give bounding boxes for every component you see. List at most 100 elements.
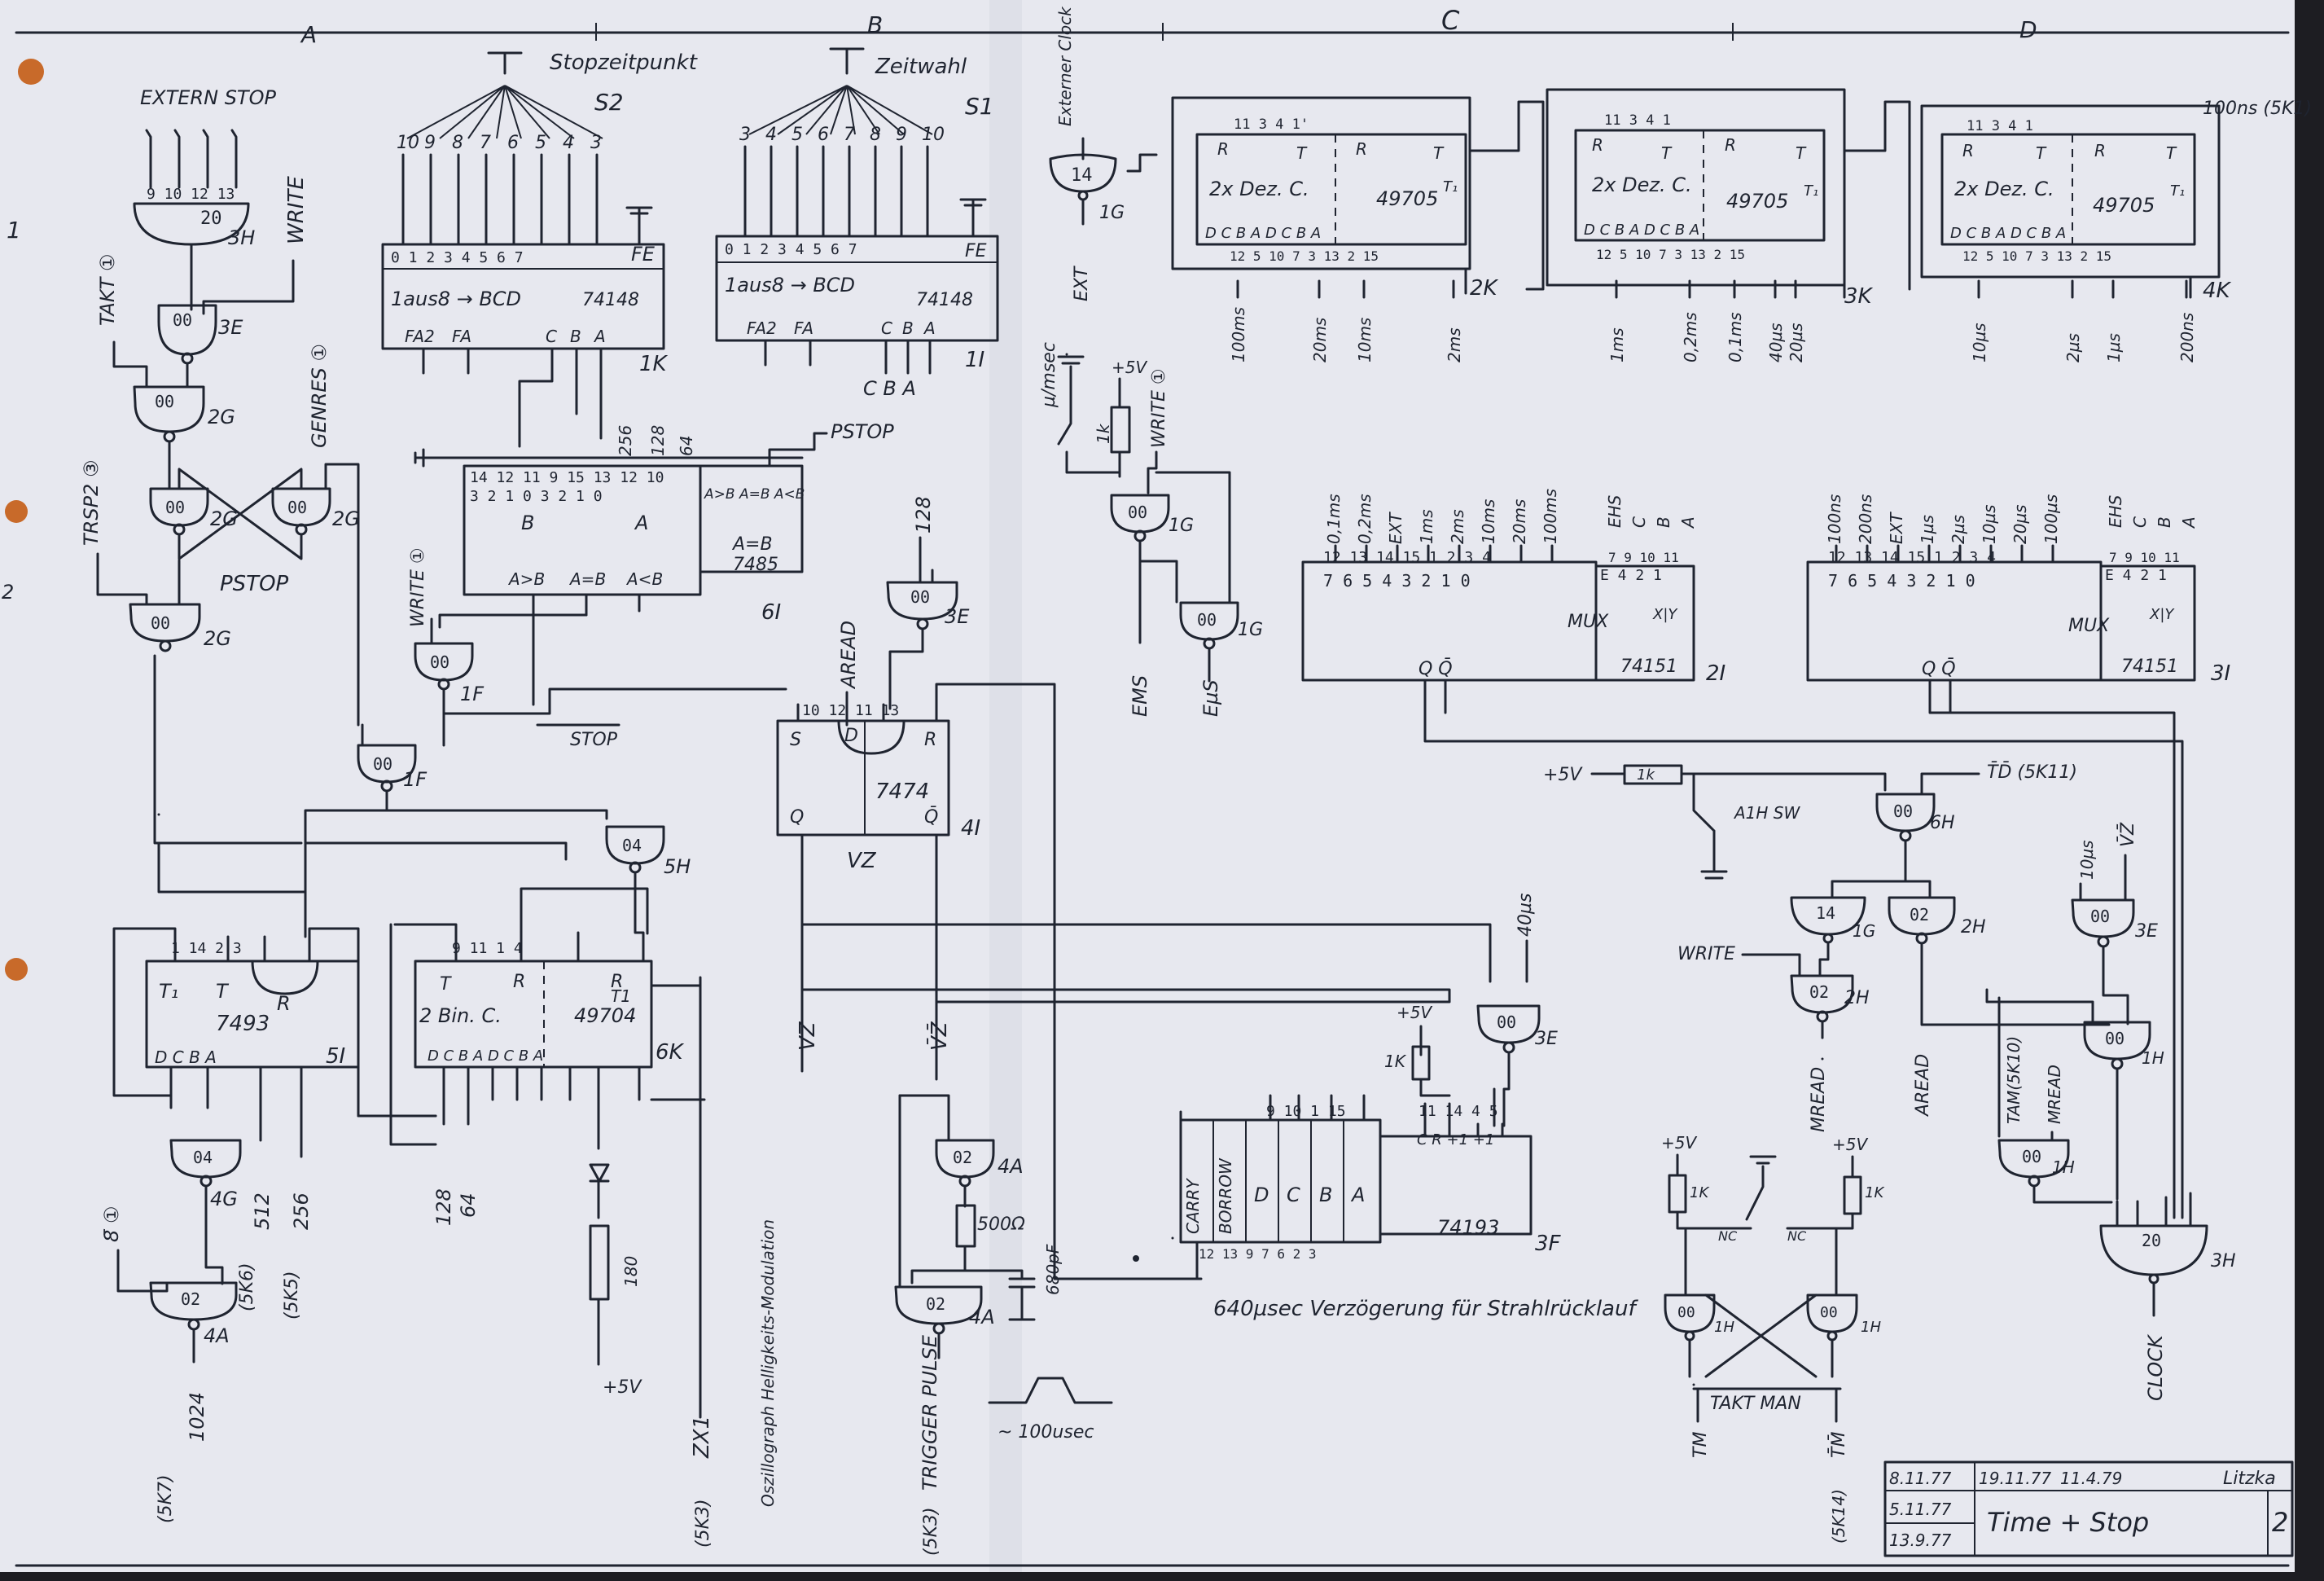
chip-3i-mux: 12 13 14 15 1 2 3 4 7 6 5 4 3 2 1 0 E 4 … [1806, 549, 2230, 1219]
s2-label: Stopzeitpunkt [550, 51, 698, 75]
svg-text:11 3 4 1: 11 3 4 1 [1604, 112, 1671, 129]
gate-5h: 04 5H [157, 813, 691, 935]
write2-label: WRITE ① [408, 547, 428, 627]
plus5v-td: +5V [1543, 765, 1583, 785]
counter-out-0,1ms: 0,1ms [1725, 312, 1745, 362]
mux-in-EXT: EXT [1386, 512, 1405, 544]
gate-1g-a-label: 14 [1071, 165, 1093, 186]
chip-3k: 2x Dez. C. 49705 R T R T T₁ D C B A D C … [1546, 88, 1874, 309]
switch-s1: Zeitwahl S1 [748, 47, 994, 135]
mux3-ref: 3I [2211, 661, 2230, 686]
punch-hole [5, 500, 28, 523]
gate-3e-d-label: 00 [2090, 907, 2110, 926]
mux-in-2µs: 2µs [1949, 515, 1968, 544]
takt-man-label: TAKT MAN [1710, 1394, 1801, 1414]
gate-2g-c: 00 [287, 498, 307, 517]
gate-4a-1024: 8̄ ① 02 4A 1024 (5K7) [100, 1206, 238, 1523]
switch-s2-pos-6: 6 [507, 133, 519, 153]
svg-text:T: T [2166, 143, 2177, 163]
chip-2k: 2x Dez. C. 49705 R T R T T₁ D C B A D C … [1171, 96, 1499, 301]
svg-text:D C B A D C B A: D C B A D C B A [1205, 225, 1321, 242]
gate-1h-b-ref: 1H [2052, 1157, 2075, 1177]
mux-sel-C: C [1629, 516, 1649, 528]
chip-1k-a: A [593, 327, 606, 346]
mu-msec-label: µ/msec [1039, 342, 1059, 408]
svg-text:T: T [1433, 143, 1445, 163]
switch-s2-pos-3: 3 [590, 133, 602, 153]
chip-1k: 1aus8 → BCD 74148 FE 0 1 2 3 4 5 6 7 FA2… [381, 206, 669, 448]
chip-5i-ref: 5I [326, 1044, 345, 1069]
switch-s2-pos-5: 5 [535, 133, 546, 153]
title-block: 8.11.77 19.11.77 11.4.79 5.11.77 13.9.77… [1883, 1460, 2294, 1557]
col-carry: CARRY [1183, 1178, 1203, 1234]
svg-text:0 1 2 3 4 5 6 7: 0 1 2 3 4 5 6 7 [725, 241, 857, 258]
mux-in-0,1ms: 0,1ms [1324, 494, 1344, 544]
chip-6i-a: A [634, 512, 648, 534]
chip-6i-comparator: 14 12 11 9 15 13 12 10 3 2 1 0 3 2 1 0 B… [414, 420, 894, 706]
trigger-chain: 02 4A 500Ω 680pF 02 4A TRIGGER PULSE (5K… [894, 1094, 1113, 1556]
gate-3e-10us: 10µs V̄Z̄ 00 3E [2071, 822, 2158, 1025]
counter-out-2µs: 2µs [2063, 333, 2083, 362]
chip-4k-ref: 4K [2203, 279, 2232, 303]
gate-1g-d-label: 14 [1816, 903, 1835, 923]
s1-label: Zeitwahl [875, 55, 967, 79]
chip-1i-fe: FE [965, 241, 987, 261]
svg-text:T₁: T₁ [159, 980, 178, 1003]
svg-text:R: R [2094, 141, 2106, 160]
svg-text:D C B A D C B A: D C B A D C B A [1950, 225, 2066, 242]
plus5v-3f: +5V [1397, 1003, 1432, 1022]
svg-text:12 5 10 7 3 13 2 15: 12 5 10 7 3 13 2 15 [1596, 247, 1745, 262]
svg-text:12 5 10 7 3 13 2 15: 12 5 10 7 3 13 2 15 [1230, 248, 1379, 264]
rev-0: 8.11.77 [1889, 1469, 1952, 1488]
zone-d: D [2019, 16, 2037, 43]
switch-s1-pos-10: 10 [922, 125, 945, 145]
plus5v-tm2: +5V [1832, 1135, 1868, 1154]
switch-s2-pos-10: 10 [397, 133, 419, 153]
chip-6i-flags: A>B A=B A<B [704, 486, 805, 503]
gate-1g-b-ref: 1G [1169, 516, 1194, 536]
svg-text:D C B A: D C B A [155, 1047, 217, 1067]
osc-note-text: Oszillograph Helligkeits-Modulation [758, 1219, 778, 1507]
one-k-label: 1k [1094, 423, 1113, 444]
chip-4k-part: 49705 [2093, 194, 2155, 217]
counter-out-1µs: 1µs [2104, 333, 2124, 362]
nc-label-1: NC [1718, 1228, 1738, 1244]
write-1-label: WRITE ① [1149, 368, 1169, 448]
gate-3e-c-ref: 3E [1535, 1029, 1558, 1049]
mux-in-1ms: 1ms [1417, 509, 1436, 544]
mread-label: MREAD [1809, 1067, 1829, 1132]
gate-1h-c-label: 00 [1677, 1304, 1695, 1321]
svg-text:T: T [440, 974, 452, 995]
gate-1f-a-ref: 1F [460, 683, 485, 705]
mux-sel-EHS: EHS [1605, 494, 1625, 528]
switch-s1-pos-3: 3 [739, 125, 751, 145]
ext-clock: Externer Clock 14 1G EXT [1049, 6, 1158, 301]
rev-3: 5.11.77 [1889, 1500, 1952, 1519]
plus5v-led: +5V [603, 1377, 642, 1398]
tm-bar-label: T̄M̄ [1828, 1432, 1849, 1458]
mux3-part: 74151 [2121, 657, 2178, 677]
svg-text:R: R [1725, 135, 1736, 155]
switch-s1-pos-9: 9 [896, 125, 907, 145]
gate-3e-40us: 40µs 00 3E [1476, 894, 1558, 1127]
zx1-label: ZX1 [690, 1416, 714, 1459]
chip-6i-part: 7485 [733, 555, 778, 575]
svg-text:C R +1 +1: C R +1 +1 [1417, 1131, 1494, 1148]
aread-label: AREAD [837, 621, 860, 690]
chip-2k-title: 2x Dez. C. [1209, 178, 1309, 200]
mux-in-100ns: 100ns [1825, 494, 1844, 544]
chip-1i: 1aus8 → BCD 74148 FE 0 1 2 3 4 5 6 7 FA2… [715, 198, 999, 400]
svg-text:7 6 5 4 3 2 1 0: 7 6 5 4 3 2 1 0 [1323, 571, 1471, 591]
svg-text:12 13 9 7 6 2 3: 12 13 9 7 6 2 3 [1199, 1246, 1317, 1262]
svg-text:R: R [1962, 141, 1974, 160]
gate-5h-label: 04 [622, 836, 642, 855]
svg-text:11 3 4 1: 11 3 4 1 [1967, 118, 2033, 134]
gate-2h-b-ref: 2H [1844, 988, 1870, 1008]
aread-r-label: AREAD [1913, 1054, 1933, 1118]
gate-1f-a: 00 [430, 652, 449, 672]
pstop-top-label: PSTOP [831, 420, 894, 443]
chip-1k-fa: FA [452, 327, 471, 346]
gate-1h-a-label: 00 [2105, 1029, 2124, 1048]
col-a: A [1350, 1184, 1365, 1206]
